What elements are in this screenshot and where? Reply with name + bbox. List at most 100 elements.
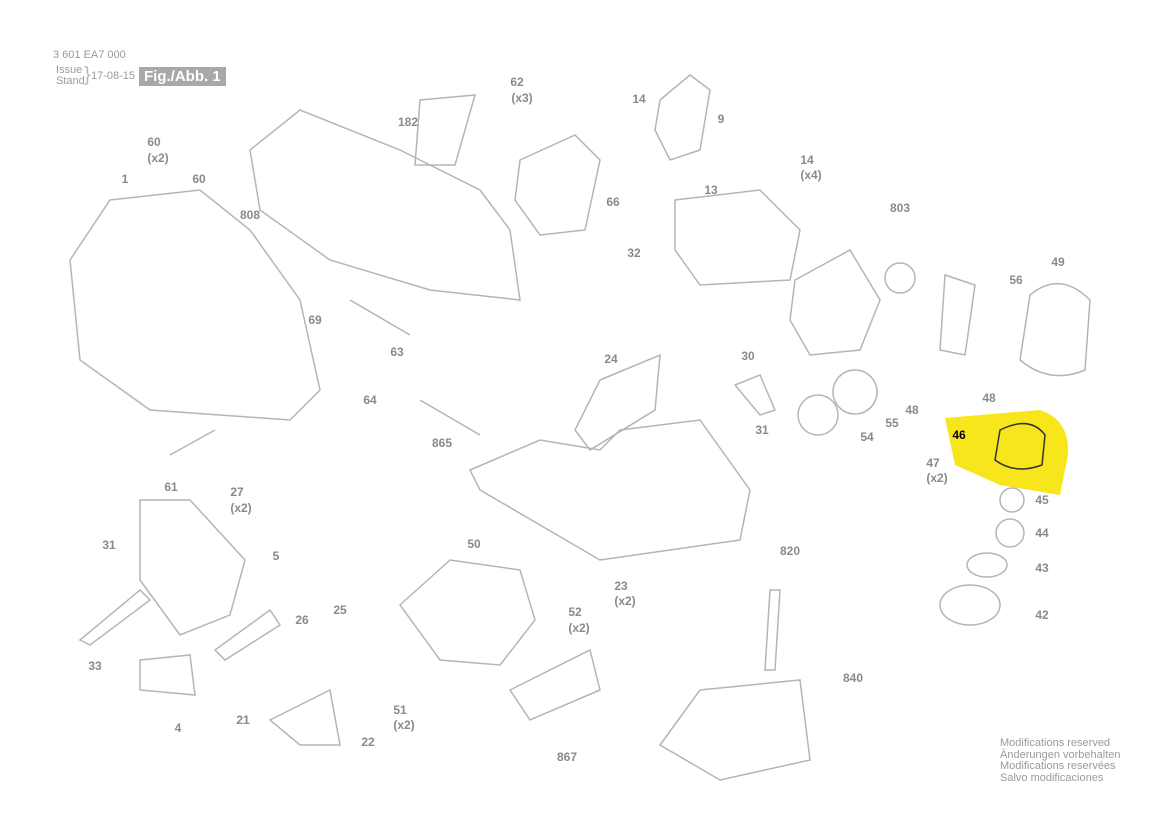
part-label: 54 <box>860 430 874 444</box>
issue-label: Issue <box>56 64 83 76</box>
part-label: 31 <box>102 538 116 552</box>
part-label: 867 <box>556 750 578 764</box>
part-label: 42 <box>1035 608 1049 622</box>
part-qty: (x2) <box>568 621 590 635</box>
part-63-key <box>349 299 411 336</box>
part-label: 820 <box>779 544 801 558</box>
part-qty: (x2) <box>393 718 415 732</box>
part-26 <box>213 608 282 661</box>
note-fr: Modifications reservées <box>1000 760 1116 772</box>
part-803-rotor <box>789 248 881 356</box>
part-label: 808 <box>239 208 261 222</box>
part-label: 4 <box>174 721 182 735</box>
part-label: 44 <box>1035 526 1049 540</box>
part-label: 55 <box>885 416 899 430</box>
part-label: 60 <box>192 172 206 186</box>
part-840-shaft <box>764 589 781 671</box>
part-61-screw <box>169 429 216 456</box>
part-13 <box>674 189 801 286</box>
part-label: 803 <box>889 201 911 215</box>
part-label: 27 <box>230 485 244 499</box>
part-label: 60 <box>147 135 161 149</box>
part-840-plate <box>658 679 811 781</box>
stand-label: Stand <box>56 75 85 87</box>
note-es: Salvo modificaciones <box>1000 771 1104 784</box>
part-qty: (x2) <box>230 501 252 515</box>
part-qty: (x4) <box>800 168 822 182</box>
part-21 <box>268 688 341 746</box>
part-label: 56 <box>1009 273 1023 287</box>
part-33 <box>78 588 152 646</box>
part-30 <box>733 374 777 416</box>
part-qty: (x2) <box>926 471 948 485</box>
part-label: 43 <box>1035 561 1049 575</box>
part-label: 840 <box>842 671 864 685</box>
part-qty: (x3) <box>511 91 533 105</box>
part-label: 182 <box>397 115 419 129</box>
part-label: 64 <box>363 393 377 407</box>
note-de: Änderungen vorbehalten <box>1000 748 1121 761</box>
part-4 <box>139 654 196 696</box>
part-label: 865 <box>431 436 453 450</box>
part-867 <box>508 648 601 721</box>
part-50-motor <box>398 559 536 666</box>
part-label: 25 <box>333 603 347 617</box>
part-label: 48 <box>905 403 919 417</box>
part-label: 1 <box>121 172 129 186</box>
part-label: 22 <box>361 735 375 749</box>
issue-date: 17-08-15 <box>91 70 136 82</box>
part-base-plate <box>468 419 751 561</box>
part-label: 30 <box>741 349 755 363</box>
part-49 <box>1019 282 1091 377</box>
part-label: 47 <box>926 456 940 470</box>
modifications-note: Modifications reserved Änderungen vorbeh… <box>1000 737 1121 784</box>
part-label: 21 <box>236 713 250 727</box>
part-label: 51 <box>393 703 407 717</box>
part-label: 32 <box>627 246 641 260</box>
part-number: 3 601 EA7 000 <box>53 49 126 61</box>
part-label: 50 <box>467 537 481 551</box>
part-9 <box>654 74 711 161</box>
part-label: 31 <box>755 423 769 437</box>
brace: } <box>84 64 91 86</box>
figure-label: Fig./Abb. 1 <box>139 67 226 86</box>
part-label: 62 <box>510 75 524 89</box>
part-42 <box>939 584 1001 626</box>
highlight-46 <box>945 410 1069 495</box>
part-bearing-820 <box>797 394 839 436</box>
part-46 <box>994 422 1046 470</box>
part-label: 66 <box>606 195 620 209</box>
part-66 <box>514 134 601 236</box>
part-1-housing <box>69 189 321 421</box>
part-qty: (x2) <box>614 594 636 608</box>
part-54 <box>832 369 878 415</box>
part-label: 45 <box>1035 493 1049 507</box>
part-frame-upper <box>249 109 521 301</box>
part-qty: (x2) <box>147 151 169 165</box>
part-44 <box>995 518 1025 548</box>
part-label: 63 <box>390 345 404 359</box>
part-label: 61 <box>164 480 178 494</box>
part-865 <box>419 399 481 436</box>
part-label: 48 <box>982 391 996 405</box>
part-43 <box>966 552 1008 578</box>
part-label-highlighted: 46 <box>952 428 966 442</box>
note-en: Modifications reserved <box>1000 737 1111 749</box>
part-label: 26 <box>295 613 309 627</box>
part-label: 23 <box>614 579 628 593</box>
part-label: 14 <box>800 153 814 167</box>
part-5-electronics <box>139 499 246 636</box>
part-label: 69 <box>308 313 322 327</box>
part-label: 9 <box>717 112 725 126</box>
part-label: 13 <box>704 183 718 197</box>
part-label: 24 <box>604 352 618 366</box>
part-182 <box>414 94 477 166</box>
part-45 <box>999 487 1025 513</box>
part-label: 5 <box>272 549 280 563</box>
part-label: 52 <box>568 605 582 619</box>
part-label: 14 <box>632 92 646 106</box>
part-label: 49 <box>1051 255 1065 269</box>
